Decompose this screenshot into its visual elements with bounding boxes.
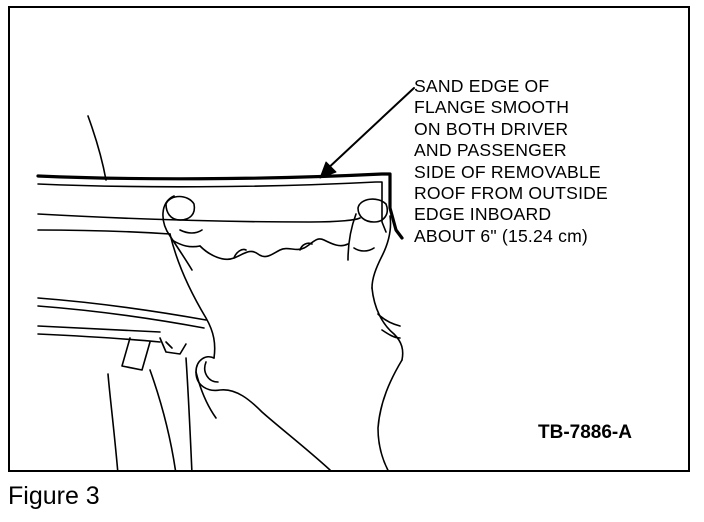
flange-edge-inner <box>37 181 387 233</box>
figure-frame: SAND EDGE OF FLANGE SMOOTH ON BOTH DRIVE… <box>8 6 690 472</box>
leader-arrow-head <box>319 161 337 179</box>
flange-edge <box>36 172 404 240</box>
roof-flange-illustration <box>36 87 415 470</box>
right-thumb <box>371 215 392 289</box>
roof-lower-edge-2 <box>37 229 171 235</box>
reference-code: TB-7886-A <box>538 422 632 443</box>
lower-structure-left <box>107 373 119 470</box>
latch-bracket <box>121 337 151 371</box>
wrist-crease-2 <box>381 329 401 339</box>
pillar-line <box>87 115 107 181</box>
callout-line: SIDE OF REMOVABLE <box>414 161 601 182</box>
finger-tip-crease-1 <box>233 248 247 259</box>
lower-hand-edge <box>377 359 403 470</box>
latch-clip-inner <box>165 341 173 349</box>
lower-hand <box>195 356 331 470</box>
left-thumb-knuckle <box>171 239 201 248</box>
right-thumb-crease <box>353 247 375 252</box>
finger-tips <box>199 238 349 261</box>
right-thumb-nail <box>357 198 389 223</box>
callout-line: EDGE INBOARD <box>414 204 552 225</box>
palm-right <box>371 287 404 361</box>
callout-line: FLANGE SMOOTH <box>414 97 570 118</box>
trim-bar-upper <box>37 305 205 329</box>
finger-tip-crease-2 <box>299 242 313 251</box>
lower-structure-link <box>195 371 217 419</box>
trim-bar-lower <box>37 325 161 333</box>
trim-bar-bottom <box>37 333 161 343</box>
wrist-crease <box>377 313 401 327</box>
callout-line: SAND EDGE OF <box>414 76 550 96</box>
callout-line: AND PASSENGER <box>414 140 567 161</box>
lower-structure-mid <box>149 369 177 470</box>
roof-lower-edge <box>37 213 361 223</box>
right-thumb-inner <box>347 213 357 261</box>
callout-line: ABOUT 6" (15.24 cm) <box>414 225 588 246</box>
lower-hand-finger <box>203 361 219 383</box>
callout-line: ON BOTH DRIVER <box>414 118 569 139</box>
trim-bar-top <box>37 297 207 321</box>
left-thumb-crease <box>179 229 203 234</box>
lower-structure-right <box>185 357 193 470</box>
callout-line: ROOF FROM OUTSIDE <box>414 183 608 204</box>
palm-left <box>169 233 216 359</box>
leader-arrow <box>323 87 415 173</box>
left-thumb-nail <box>165 195 196 221</box>
latch-clip <box>159 337 187 355</box>
callout-text: SAND EDGE OF FLANGE SMOOTH ON BOTH DRIVE… <box>414 76 684 247</box>
figure-caption: Figure 3 <box>8 482 100 510</box>
